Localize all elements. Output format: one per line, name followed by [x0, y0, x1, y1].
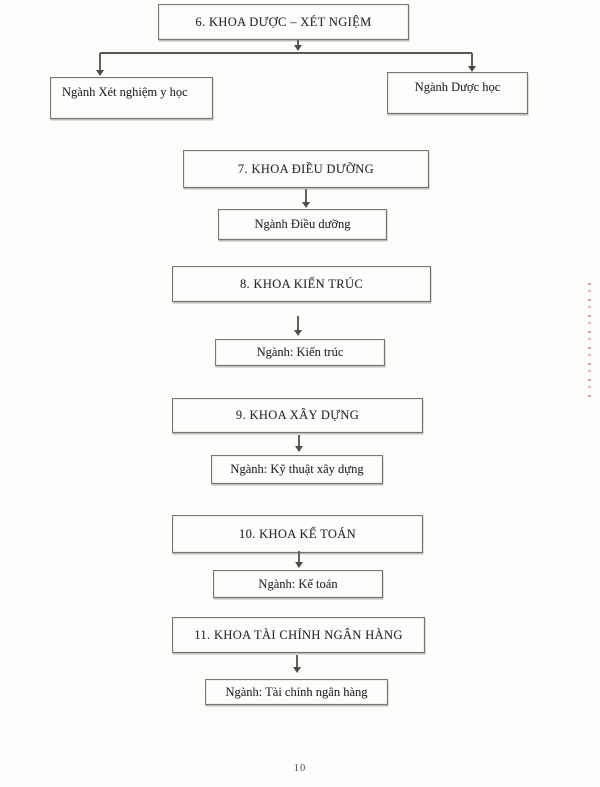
major-box-xet-nghiem-y-hoc: Ngành Xét nghiệm y học — [50, 77, 213, 119]
faculty-title: 7. KHOA ĐIỀU DƯỠNG — [237, 161, 375, 176]
faculty-box-duoc-xet-nghiem: 6. KHOA DƯỢC – XÉT NGIỆM — [158, 4, 409, 40]
major-box-ke-toan: Ngành: Kế toán — [213, 570, 383, 598]
faculty-box-xay-dung: 9. KHOA XÂY DỰNG — [172, 398, 423, 433]
major-box-kien-truc: Ngành: Kiến trúc — [215, 339, 385, 366]
faculty-box-kien-truc: 8. KHOA KIẾN TRÚC — [172, 266, 431, 302]
major-label: Ngành Điều dưỡng — [254, 217, 351, 231]
faculty-title: 9. KHOA XÂY DỰNG — [235, 408, 360, 422]
branch-connector-line — [100, 52, 472, 54]
major-label: Ngành: Kỹ thuật xây dựng — [230, 462, 364, 476]
major-box-ky-thuat-xay-dung: Ngành: Kỹ thuật xây dựng — [211, 455, 383, 484]
red-margin-artifact — [588, 283, 591, 397]
faculty-title: 11. KHOA TÀI CHÍNH NGÂN HÀNG — [194, 627, 403, 642]
major-box-dieu-duong: Ngành Điều dưỡng — [218, 209, 387, 240]
major-label: Ngành: Kiến trúc — [256, 345, 344, 359]
major-label: Ngành: Tài chính ngân hàng — [225, 684, 368, 699]
faculty-box-ke-toan: 10. KHOA KẾ TOÁN — [172, 515, 423, 553]
faculty-title: 10. KHOA KẾ TOÁN — [239, 526, 356, 541]
faculty-title: 6. KHOA DƯỢC – XÉT NGIỆM — [195, 14, 372, 29]
major-label: Ngành: Kế toán — [258, 576, 338, 591]
page-number: 10 — [293, 763, 307, 774]
faculty-box-tai-chinh-ngan-hang: 11. KHOA TÀI CHÍNH NGÂN HÀNG — [172, 617, 425, 653]
faculty-title: 8. KHOA KIẾN TRÚC — [239, 276, 364, 291]
major-box-duoc-hoc: Ngành Dược học — [387, 72, 528, 114]
major-box-tai-chinh-ngan-hang: Ngành: Tài chính ngân hàng — [205, 679, 388, 705]
major-label: Ngành Dược học — [414, 80, 501, 94]
faculty-box-dieu-duong: 7. KHOA ĐIỀU DƯỠNG — [183, 150, 429, 188]
major-label: Ngành Xét nghiệm y học — [62, 85, 188, 99]
